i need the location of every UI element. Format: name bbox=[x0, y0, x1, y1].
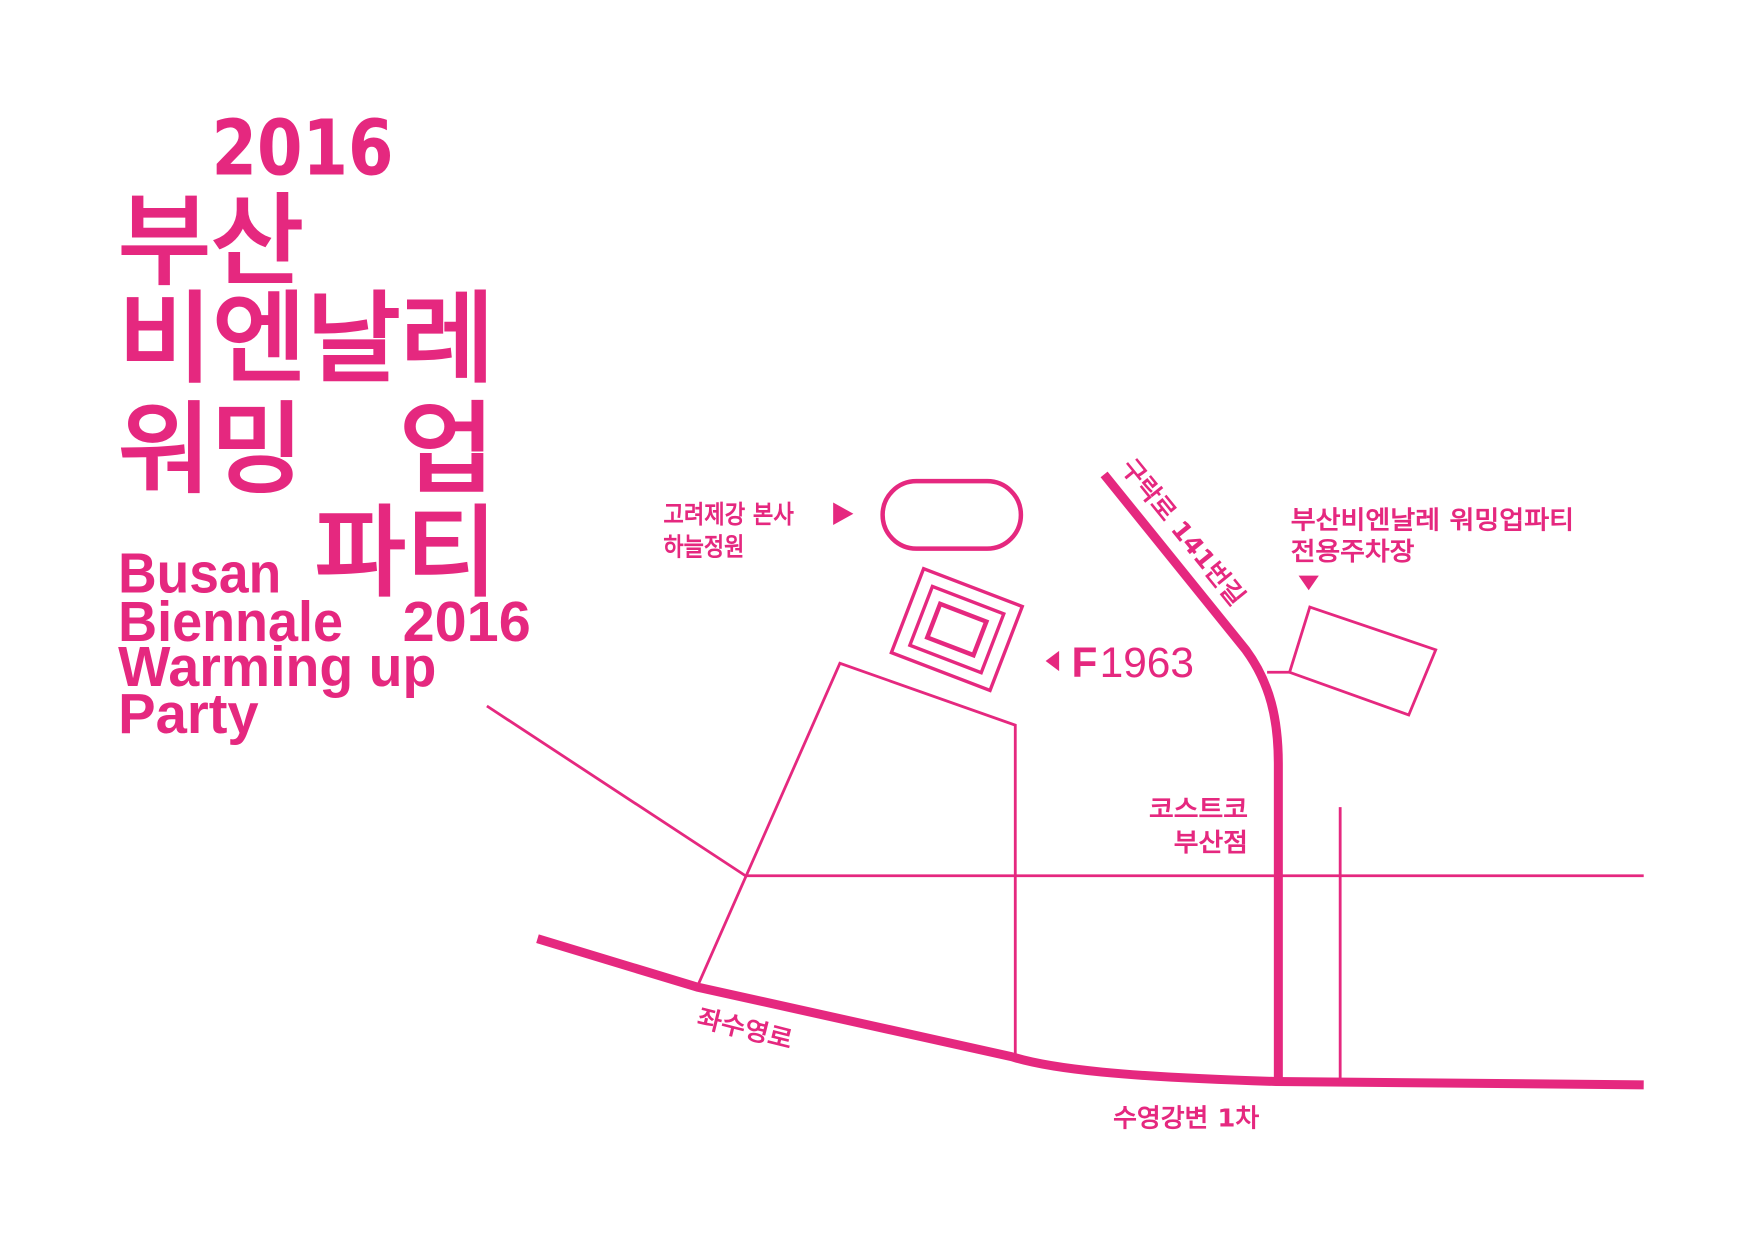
road-suyeong-label: 수영강변 1차 bbox=[1113, 1103, 1259, 1132]
title-year: 2016 bbox=[211, 104, 393, 193]
costco-label-line1: 코스트코 bbox=[1149, 794, 1248, 823]
roads bbox=[486, 471, 1644, 1090]
map-labels: 고려제강 본사 하늘정원 F 1963 구락로 141번길 부산비엔날레 워밍업… bbox=[663, 453, 1574, 1132]
title-korean-line1: 부산 bbox=[118, 184, 303, 299]
site-boundary bbox=[695, 661, 1017, 1057]
f1963-building-outer bbox=[889, 566, 1025, 693]
koryo-sky-garden-building bbox=[880, 478, 1024, 551]
koryo-label-line1: 고려제강 본사 bbox=[663, 500, 794, 529]
costco-label-line2: 부산점 bbox=[1174, 828, 1248, 857]
title-korean-line4: 파티 bbox=[315, 496, 497, 611]
f1963-label-light: 1963 bbox=[1100, 639, 1194, 687]
title-korean-line3a: 워밍 bbox=[118, 392, 303, 507]
title-english-line2: Biennale bbox=[118, 590, 343, 653]
parking-lot bbox=[1287, 605, 1438, 717]
title-english-line1: Busan bbox=[118, 541, 281, 604]
road-guraklo-label: 구락로 141번길 bbox=[1115, 453, 1251, 611]
title-english-line3: Warming up bbox=[118, 635, 436, 698]
road-guraklo-line bbox=[1100, 471, 1283, 1083]
parking-label-line1: 부산비엔날레 워밍업파티 bbox=[1291, 505, 1574, 534]
side-road-diagonal bbox=[486, 704, 747, 877]
f1963-building-middle bbox=[907, 584, 1006, 675]
title-english-line4: Party bbox=[118, 682, 259, 745]
title-korean-line3b: 업 bbox=[399, 392, 495, 507]
title-block: 2016 부산 비엔날레 워밍 업 파티 Busan Biennale 2016… bbox=[118, 104, 531, 745]
road-jwasuyeongro-line bbox=[536, 934, 1644, 1090]
triangle-right-icon bbox=[833, 502, 854, 526]
triangle-left-icon bbox=[1045, 650, 1060, 672]
f1963-label-bold: F bbox=[1071, 639, 1097, 687]
title-korean-line2: 비엔날레 bbox=[118, 282, 495, 397]
road-jwasuyeongro-label: 좌수영로 bbox=[695, 1003, 796, 1055]
triangle-down-icon bbox=[1298, 575, 1319, 591]
f1963-building-inner bbox=[924, 600, 990, 659]
buildings bbox=[880, 478, 1438, 717]
parking-label-line2: 전용주차장 bbox=[1291, 537, 1415, 566]
title-english-year: 2016 bbox=[403, 590, 531, 653]
koryo-label-line2: 하늘정원 bbox=[663, 532, 744, 561]
f1963-building bbox=[889, 566, 1025, 693]
